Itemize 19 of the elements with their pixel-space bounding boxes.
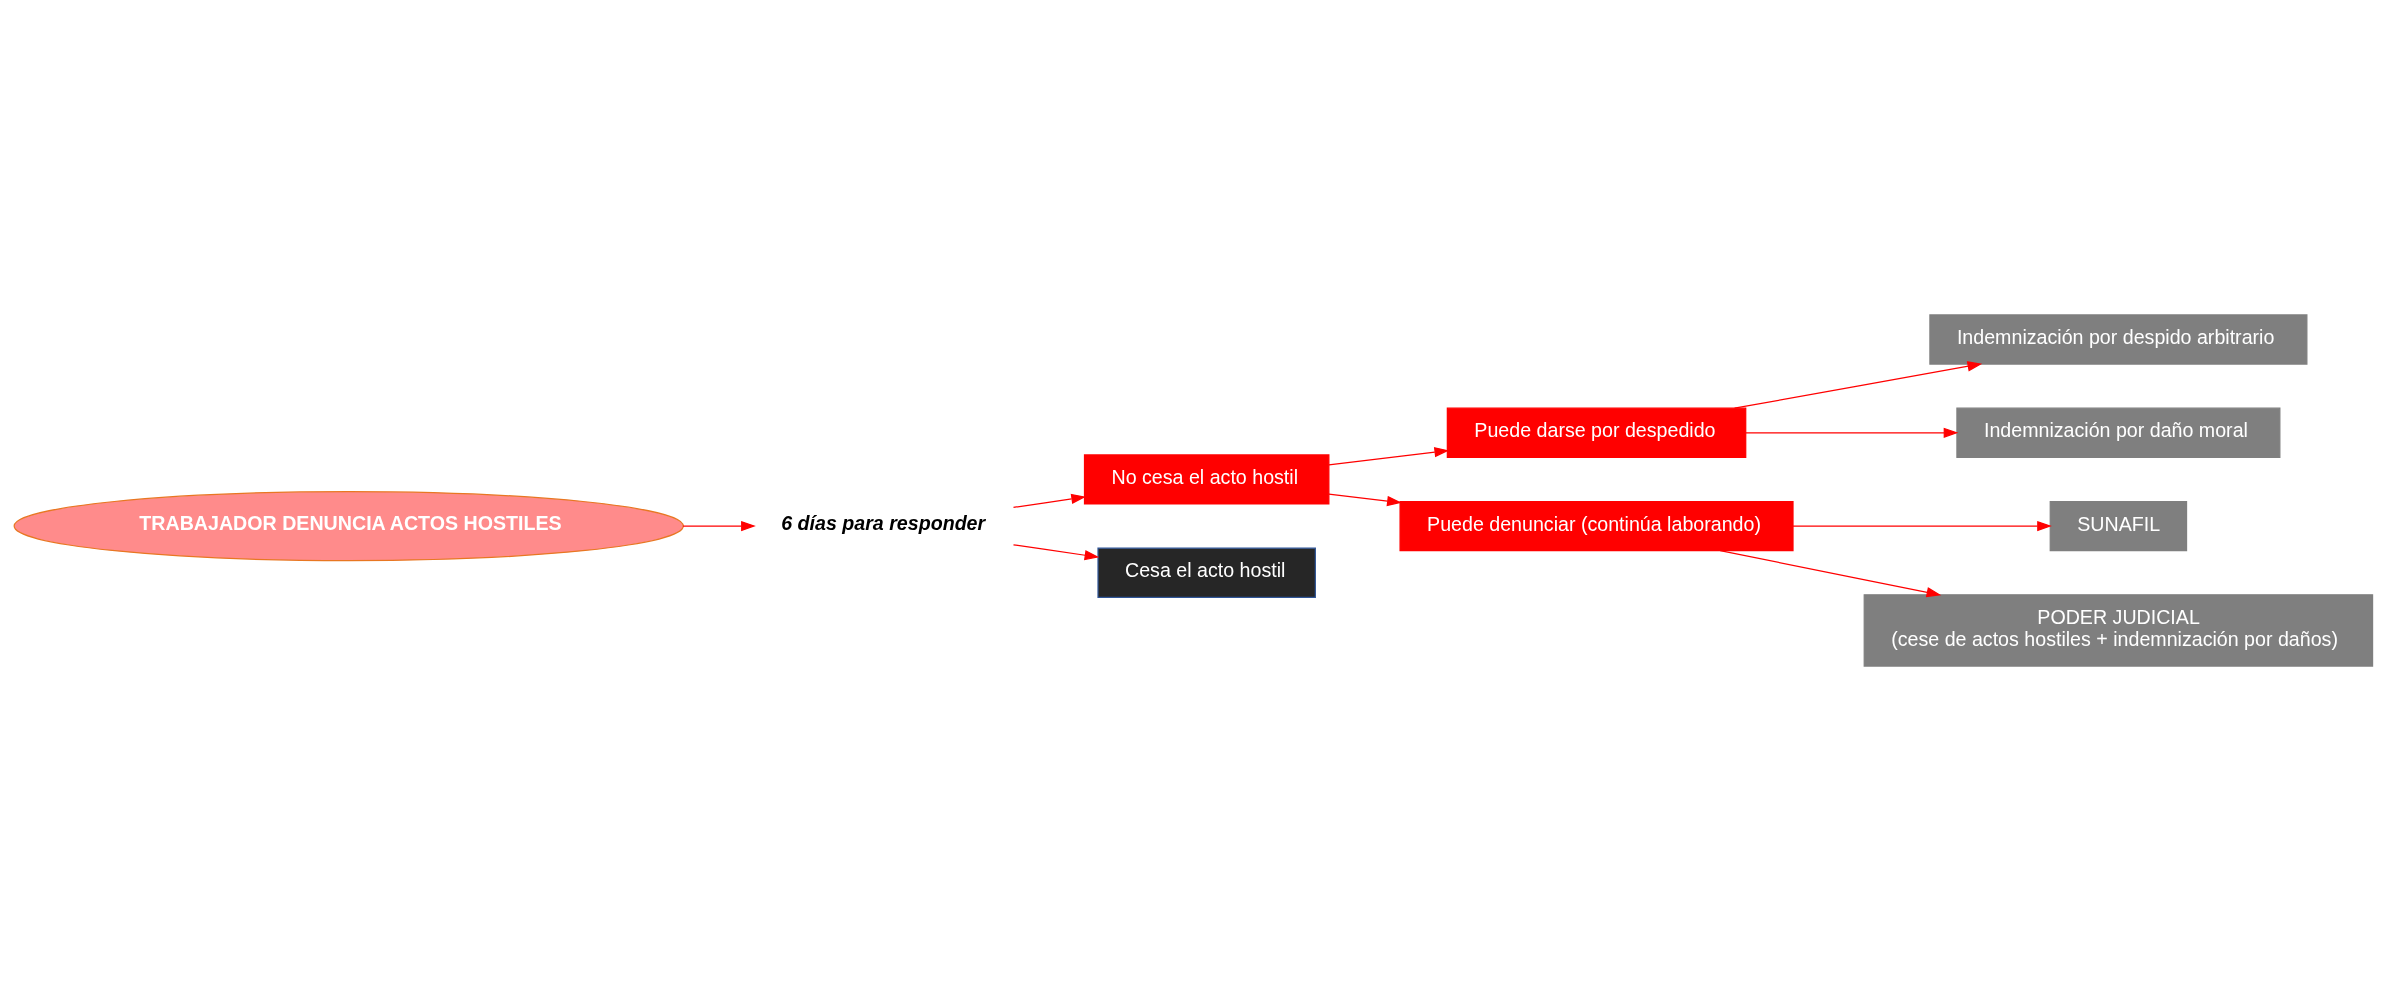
node-box: Puede darse por despedido — [1446, 407, 1747, 458]
node-box: SUNAFIL — [2049, 500, 2188, 552]
node-box: Indemnización por despido arbitrario — [1929, 314, 2308, 365]
arrow — [1792, 520, 2052, 532]
node-text: 6 días para responder — [781, 511, 986, 534]
arrow — [1733, 361, 1983, 409]
arrow — [1745, 427, 1959, 438]
node-box: PODER JUDICIAL (cese de actos hostiles + indemnización por daños) — [1863, 594, 2374, 667]
node-box: Cesa el acto hostil — [1097, 547, 1316, 598]
arrow — [1328, 447, 1450, 466]
arrow — [1012, 493, 1087, 508]
arrow — [1719, 550, 1942, 598]
node-ellipse: TRABAJADOR DENUNCIA ACTOS HOSTILES — [13, 491, 684, 562]
node-box: Puede denunciar (continúa laborando) — [1399, 500, 1794, 552]
arrow — [1012, 544, 1100, 561]
arrow — [682, 520, 756, 532]
arrow — [1328, 493, 1402, 507]
node-box: Indemnización por daño moral — [1956, 407, 2281, 458]
node-box: No cesa el acto hostil — [1083, 454, 1330, 505]
